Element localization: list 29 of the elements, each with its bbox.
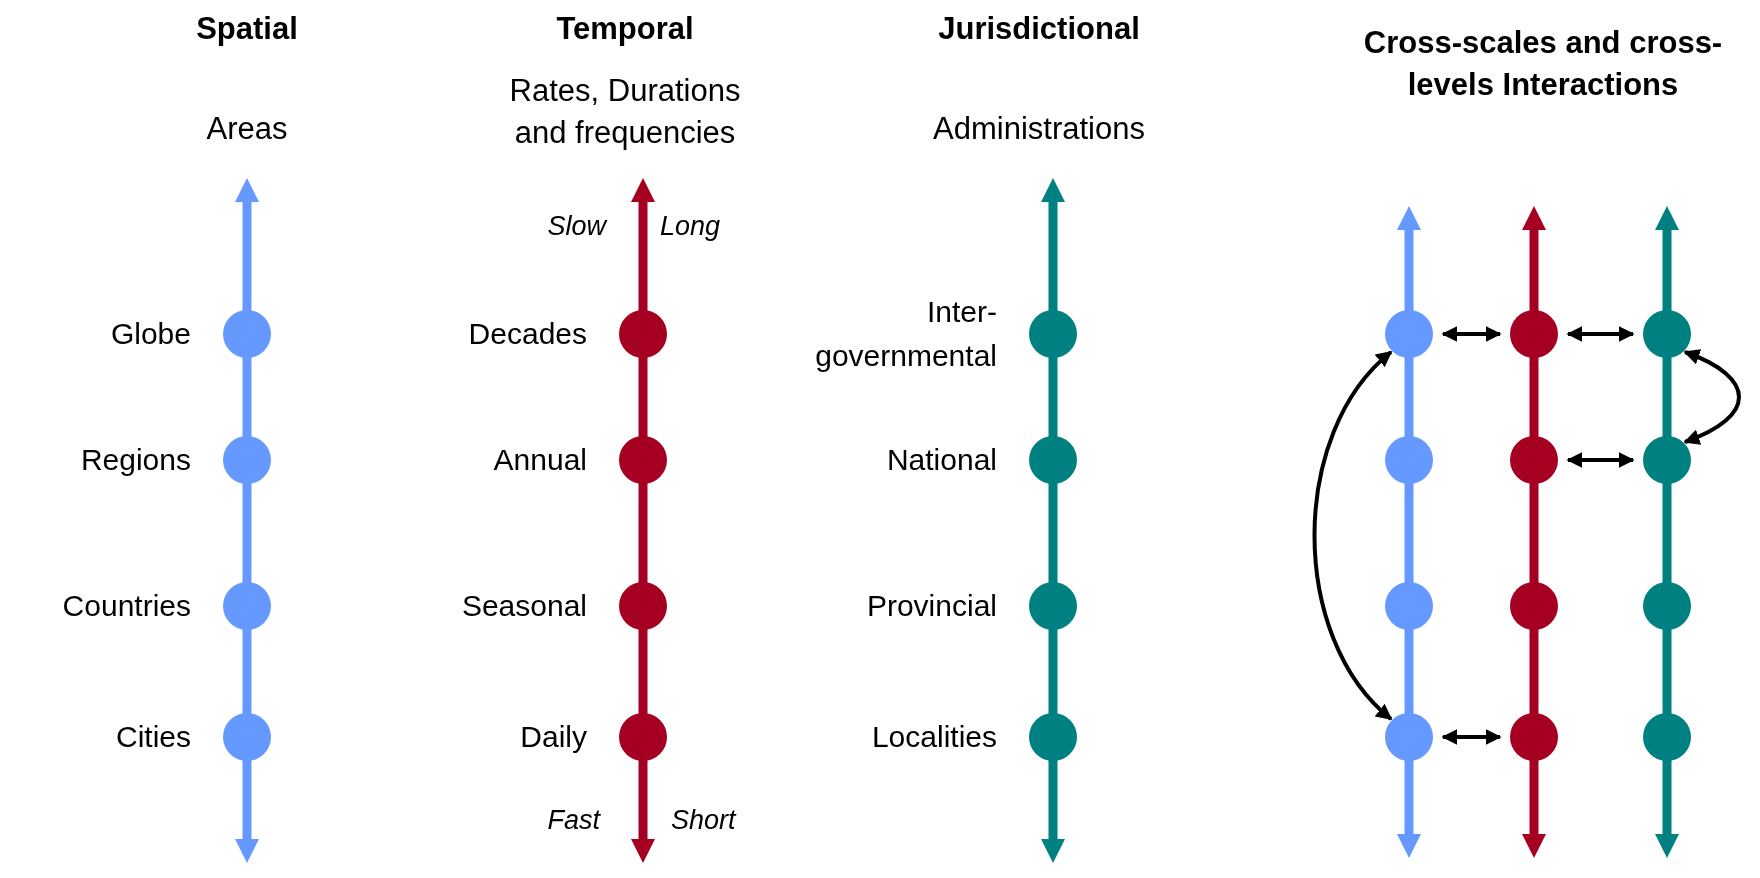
scale-label: Slow xyxy=(547,210,606,243)
column-heading: Cross-scales and cross-levels Interactions xyxy=(1362,24,1724,104)
level-label: Regions xyxy=(79,442,191,478)
column-heading: Spatial xyxy=(195,10,299,48)
double-arrow xyxy=(1441,729,1502,745)
level-label: Cities xyxy=(115,719,191,755)
column-subheading: Rates, Durations and frequencies xyxy=(508,72,742,152)
double-arrow xyxy=(1566,452,1635,468)
double-arrow xyxy=(1312,350,1393,721)
scale-label: Short xyxy=(671,804,736,837)
scale-label: Long xyxy=(660,210,721,243)
column-heading: Temporal xyxy=(555,10,695,48)
scale-label: Fast xyxy=(547,804,600,837)
level-label: Provincial xyxy=(865,588,997,624)
level-label: Decades xyxy=(467,316,587,352)
level-label: Inter- governmental xyxy=(814,294,997,374)
column-subheading: Areas xyxy=(205,110,289,148)
column-heading: Jurisdictional xyxy=(937,10,1141,48)
double-arrow xyxy=(1566,326,1635,342)
double-arrow xyxy=(1683,349,1741,445)
level-label: Annual xyxy=(492,442,587,478)
level-label: National xyxy=(885,442,997,478)
level-label: Localities xyxy=(870,719,997,755)
double-arrow xyxy=(1441,326,1502,342)
column-subheading: Administrations xyxy=(932,110,1146,148)
level-label: Globe xyxy=(109,316,191,352)
level-label: Seasonal xyxy=(460,588,587,624)
level-label: Daily xyxy=(519,719,587,755)
level-label: Countries xyxy=(61,588,191,624)
